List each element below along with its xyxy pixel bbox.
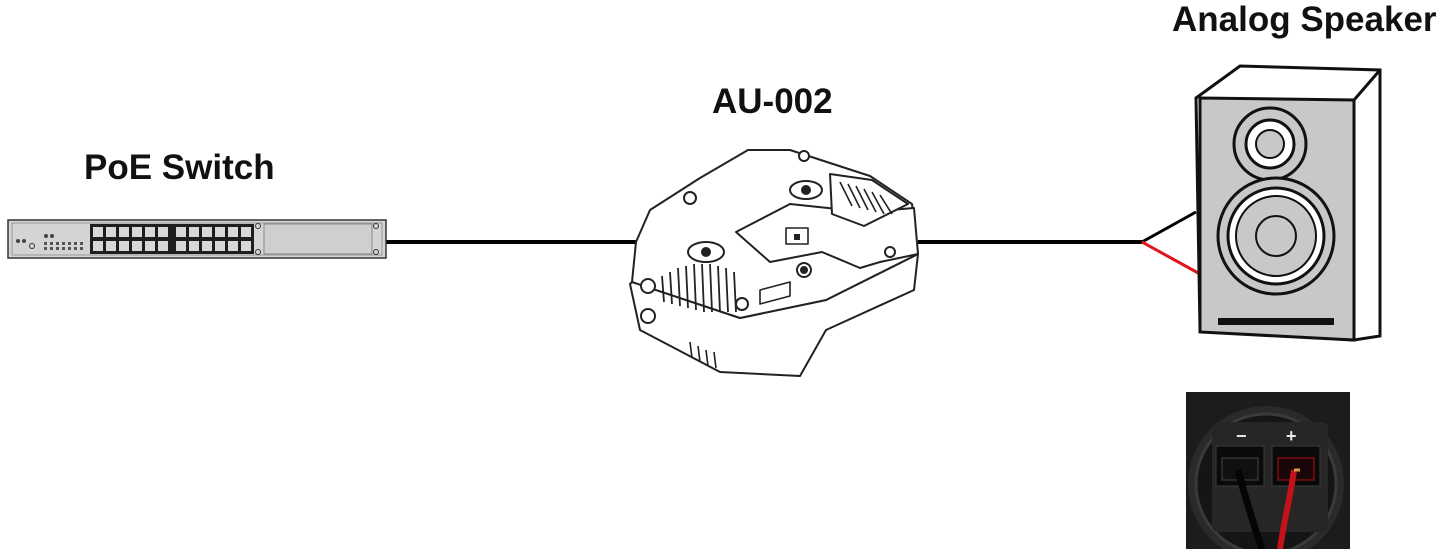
speaker-wire-positive — [1141, 240, 1201, 276]
speaker-icon — [1194, 64, 1382, 342]
poe-switch-label: PoE Switch — [84, 148, 275, 187]
au-002-label: AU-002 — [712, 82, 833, 121]
minus-terminal-mark: − — [1236, 426, 1247, 446]
network-switch-icon — [7, 219, 387, 259]
speaker-terminal-photo — [1186, 392, 1350, 549]
analog-speaker-label: Analog Speaker — [1172, 0, 1437, 39]
speaker-wire-negative — [1141, 210, 1197, 244]
audio-unit-device-icon — [629, 149, 919, 377]
plus-terminal-mark: + — [1286, 426, 1297, 446]
